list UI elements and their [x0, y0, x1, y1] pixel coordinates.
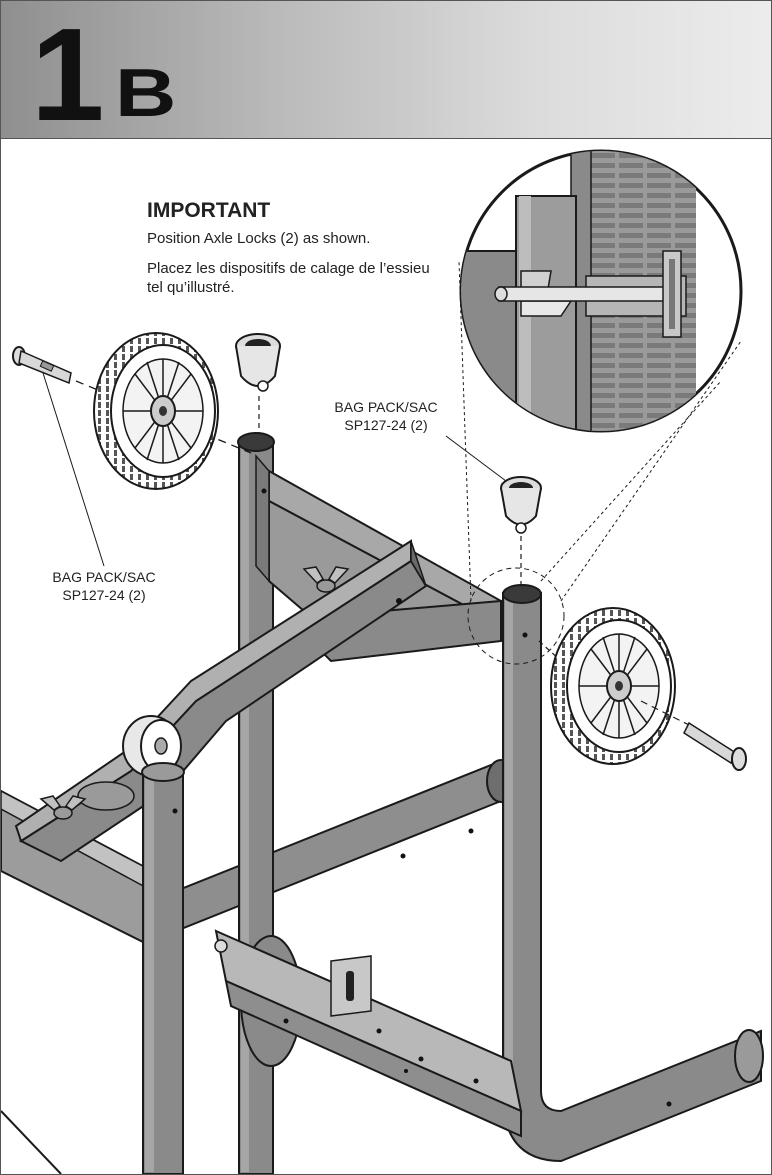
- wheel-right: [550, 607, 676, 765]
- axle-lock-left: [235, 333, 281, 392]
- step-header: 1 B: [1, 1, 771, 148]
- bag-pack-callout-left: BAG PACK/SAC SP127-24 (2): [29, 568, 179, 604]
- center-beam: [14, 539, 428, 863]
- bottom-rail: [214, 929, 523, 1138]
- step-letter: B: [115, 55, 177, 131]
- front-left-leg: [141, 762, 185, 1174]
- bag-pack-callout-right: BAG PACK/SAC SP127-24 (2): [311, 398, 461, 434]
- zoom-detail: [459, 149, 743, 433]
- wheel-left: [93, 332, 219, 490]
- wing-nut-top: [302, 566, 350, 593]
- important-text-fr: Placez les dispositifs de calage de l’es…: [147, 260, 430, 296]
- axle-bolt-right: [683, 721, 747, 771]
- callout-line1: BAG PACK/SAC: [334, 399, 438, 415]
- important-text-en: Position Axle Locks (2) as shown.: [147, 230, 371, 247]
- axle-bolt-left: [12, 346, 72, 385]
- bottom-crossbar: [150, 759, 516, 943]
- rear-right-leg: [502, 584, 764, 1163]
- important-title: IMPORTANT: [147, 199, 271, 222]
- step-number: 1: [31, 1, 104, 148]
- callout-line2: SP127-24 (2): [62, 587, 146, 604]
- axle-lock-right: [500, 476, 542, 534]
- wing-nut-bottom: [39, 795, 87, 820]
- callout-line1: BAG PACK/SAC: [52, 569, 156, 585]
- caster-wheel: [122, 715, 182, 777]
- callout-line2: SP127-24 (2): [344, 417, 428, 434]
